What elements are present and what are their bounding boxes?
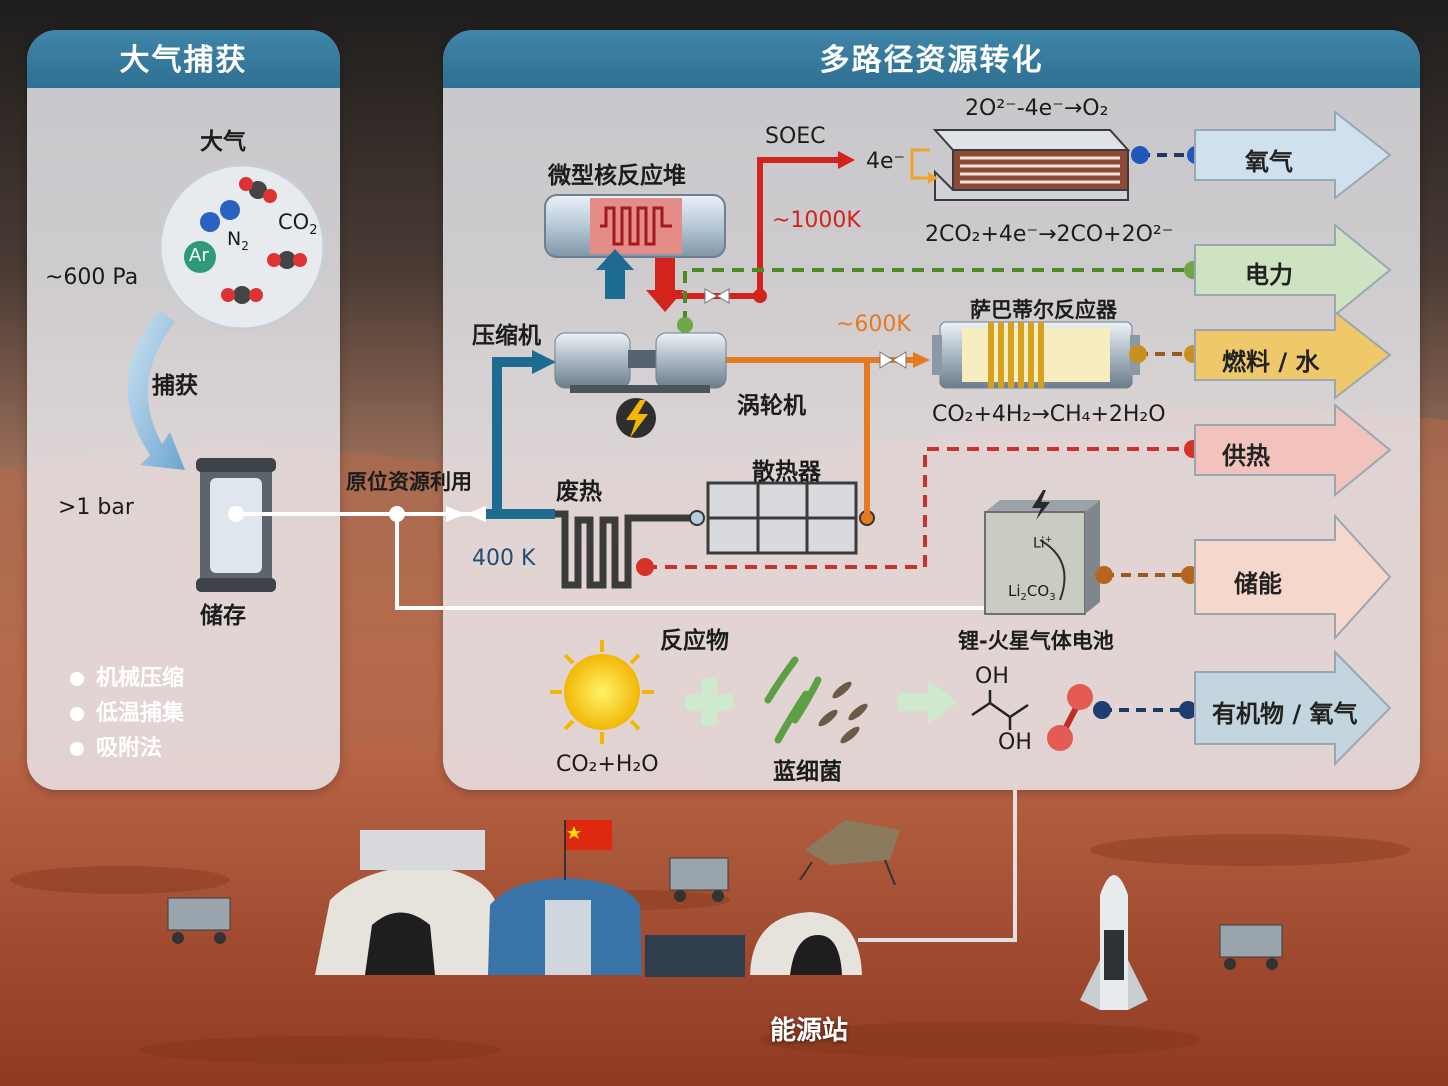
- capture-label: 捕获: [152, 366, 198, 400]
- rover-icon: [1220, 925, 1282, 970]
- habitat-module-icon: [488, 878, 642, 975]
- habitat-dome-small-icon: [750, 912, 862, 975]
- oh-top-label: OH: [975, 664, 1009, 689]
- output-label-storage: 储能: [1234, 564, 1282, 599]
- cyanobacteria-label: 蓝细菌: [773, 752, 842, 786]
- battery-label: 锂-火星气体电池: [958, 625, 1114, 655]
- output-label-power: 电力: [1245, 255, 1293, 290]
- reactant-label: 反应物: [660, 621, 729, 655]
- temp-1000-label: ~1000K: [772, 208, 861, 233]
- compressor-label: 压缩机: [472, 316, 541, 350]
- co2-molecule-icon: [221, 286, 263, 304]
- co2-label: CO2: [278, 210, 317, 238]
- sun-icon: [550, 640, 654, 744]
- storage-tank-icon: [196, 458, 276, 592]
- temp-400-label: 400 K: [472, 546, 535, 571]
- pressure-high-label: >1 bar: [58, 495, 134, 520]
- rocket-icon: [1080, 875, 1148, 1010]
- turbine-label: 涡轮机: [737, 386, 806, 420]
- sabatier-equation: CO₂+4H₂→CH₄+2H₂O: [932, 402, 1166, 427]
- pressure-low-label: ~600 Pa: [45, 265, 138, 290]
- sabatier-reactor-icon: [932, 322, 1140, 388]
- li2co3-label: Li2CO3: [1008, 582, 1056, 603]
- method-item: 机械压缩: [70, 660, 184, 692]
- photo-input-label: CO₂+H₂O: [556, 752, 659, 777]
- arrow-right-icon: [898, 680, 958, 724]
- valve-icon: [880, 352, 906, 368]
- co2-molecule-icon: [267, 251, 307, 269]
- method-item: 低温捕集: [70, 695, 184, 727]
- oxygen-molecule-icon: [1047, 684, 1093, 751]
- waste-heat-coil-icon: [555, 514, 700, 585]
- lander-icon: [800, 820, 900, 885]
- nuclear-reactor-icon: [545, 195, 725, 257]
- valve-icon: [446, 506, 486, 522]
- sabatier-label: 萨巴蒂尔反应器: [970, 294, 1117, 324]
- output-label-fuel: 燃料 / 水: [1222, 342, 1319, 377]
- flag-icon: [565, 820, 612, 880]
- n2-label: N2: [227, 228, 249, 253]
- radiator-icon: [708, 483, 856, 553]
- compressor-turbine-icon: [555, 333, 726, 393]
- output-arrows: [1180, 100, 1400, 780]
- output-label-organics: 有机物 / 氧气: [1212, 694, 1357, 729]
- rover-icon: [168, 898, 230, 944]
- rover-icon: [670, 858, 728, 902]
- glycol-structure-icon: [972, 690, 1028, 730]
- soec-electron-label: 4e⁻: [866, 149, 905, 174]
- energy-station-label: 能源站: [770, 1010, 848, 1047]
- temp-600-label: ~600K: [836, 312, 911, 337]
- equipment-block-icon: [645, 935, 745, 977]
- bacteria-icon: [816, 679, 870, 746]
- valve-icon: [705, 289, 729, 303]
- habitat-dome-icon: [315, 830, 495, 975]
- radiator-label: 散热器: [752, 452, 821, 486]
- method-item: 吸附法: [70, 730, 162, 762]
- output-label-heat: 供热: [1222, 436, 1270, 471]
- soec-anode-equation: 2O²⁻-4e⁻→O₂: [965, 96, 1108, 121]
- oh-bottom-label: OH: [998, 730, 1032, 755]
- soec-label: SOEC: [765, 124, 826, 149]
- in-situ-label: 原位资源利用: [346, 466, 472, 496]
- plus-icon: [685, 678, 733, 726]
- waste-heat-label: 废热: [556, 472, 602, 506]
- atmosphere-label: 大气: [200, 122, 246, 156]
- reactor-label: 微型核反应堆: [548, 156, 686, 190]
- storage-label: 储存: [200, 596, 246, 630]
- output-label-oxygen: 氧气: [1245, 142, 1293, 177]
- li-ion-label: Li+: [1033, 535, 1052, 552]
- argon-label: Ar: [189, 245, 209, 266]
- output-arrow-storage: [1195, 516, 1390, 638]
- cyanobacteria-icon: [768, 660, 818, 740]
- soec-stack-icon: [935, 130, 1128, 200]
- soec-cathode-equation: 2CO₂+4e⁻→2CO+2O²⁻: [925, 222, 1173, 247]
